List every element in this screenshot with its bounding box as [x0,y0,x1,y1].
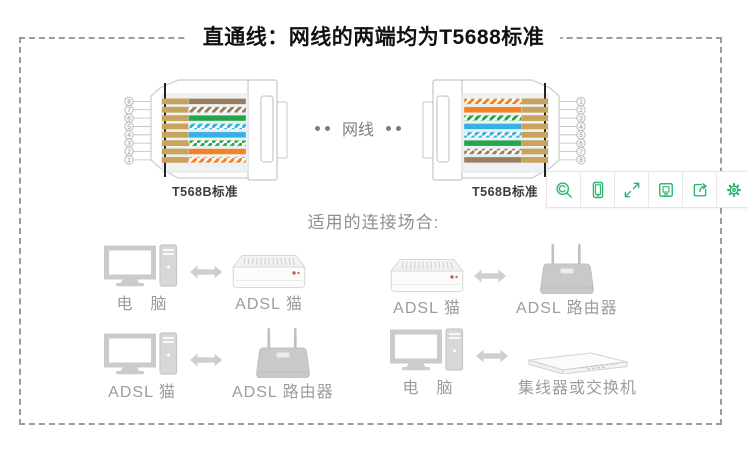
cable-dot [325,125,331,131]
device-label: ADSL 猫 [235,296,303,313]
cable-label: 网线 [341,122,374,139]
svg-text:3: 3 [127,140,131,147]
device-router: ADSL 路由器 [232,328,334,402]
modem-icon [232,254,306,290]
device-label: ADSL 猫 [108,384,176,401]
svg-text:8: 8 [579,157,583,164]
computer-icon [390,328,466,374]
double-arrow-icon [476,348,508,364]
device-router: ADSL 路由器 [516,244,618,318]
device-switch: 集线器或交换机 [518,352,637,398]
save-button[interactable] [649,172,683,207]
zoom-search-icon [555,181,572,198]
cable-dot [395,125,401,131]
computer-icon [104,332,180,378]
mobile-preview-icon [592,181,603,198]
device-computer: 电 脑 [104,244,180,314]
fullscreen-button[interactable] [615,172,649,207]
svg-text:3: 3 [579,115,583,122]
scenarios-heading: 适用的连接场合: [307,213,440,232]
device-label: ADSL 猫 [393,300,461,317]
page-title: 直通线：网线的两端均为T5688标准 [186,21,561,51]
scenario-pair: 电 脑 ADSL 猫 [104,244,306,314]
double-arrow-icon [190,264,222,280]
left-connector-standard-label: T568B标准 [171,185,239,199]
svg-text:2: 2 [579,107,583,114]
device-computer: ADSL 猫 [104,332,180,402]
device-label: ADSL 路由器 [516,300,618,317]
device-label: ADSL 路由器 [232,384,334,401]
settings-button[interactable] [717,172,747,207]
svg-text:2: 2 [127,149,131,156]
svg-text:5: 5 [127,124,131,131]
device-modem: ADSL 猫 [232,254,306,314]
fullscreen-icon [624,182,639,197]
svg-text:5: 5 [579,132,583,139]
svg-text:4: 4 [579,124,583,131]
svg-text:6: 6 [127,115,131,122]
image-toolbar [546,171,747,208]
modem-icon [390,258,464,294]
svg-text:1: 1 [127,157,131,164]
share-icon [693,182,707,197]
device-label: 电 脑 [116,296,168,313]
device-label: 电 脑 [402,380,454,397]
save-icon [658,182,673,197]
scenario-pair: ADSL 猫 ADSL 路由器 [390,244,618,318]
zoom-search-button[interactable] [547,172,581,207]
svg-text:1: 1 [579,99,583,106]
device-computer: 电 脑 [390,328,466,398]
router-icon [535,244,599,294]
double-arrow-icon [190,352,222,368]
double-arrow-icon [474,268,506,284]
mobile-preview-button[interactable] [581,172,615,207]
computer-icon [104,244,180,290]
svg-text:4: 4 [127,132,131,139]
cable-dot [315,125,321,131]
switch-icon [525,352,631,374]
settings-icon [726,182,741,197]
router-icon [251,328,315,378]
scenario-pair: 电 脑 集线器或交换机 [390,328,637,398]
scenario-pair: ADSL 猫 ADSL 路由器 [104,328,334,402]
device-label: 集线器或交换机 [518,380,638,397]
rj45-connector-left: 876 543 21 [124,79,288,181]
svg-text:7: 7 [579,149,583,156]
svg-text:6: 6 [579,140,583,147]
device-modem: ADSL 猫 [390,258,464,318]
share-button[interactable] [683,172,717,207]
svg-text:7: 7 [127,107,131,114]
cable-dot [385,125,391,131]
svg-text:8: 8 [127,99,131,106]
cable-middle: 网线 [304,116,412,140]
right-connector-standard-label: T568B标准 [471,185,539,199]
rj45-connector-right: 123 456 78 [422,79,586,181]
